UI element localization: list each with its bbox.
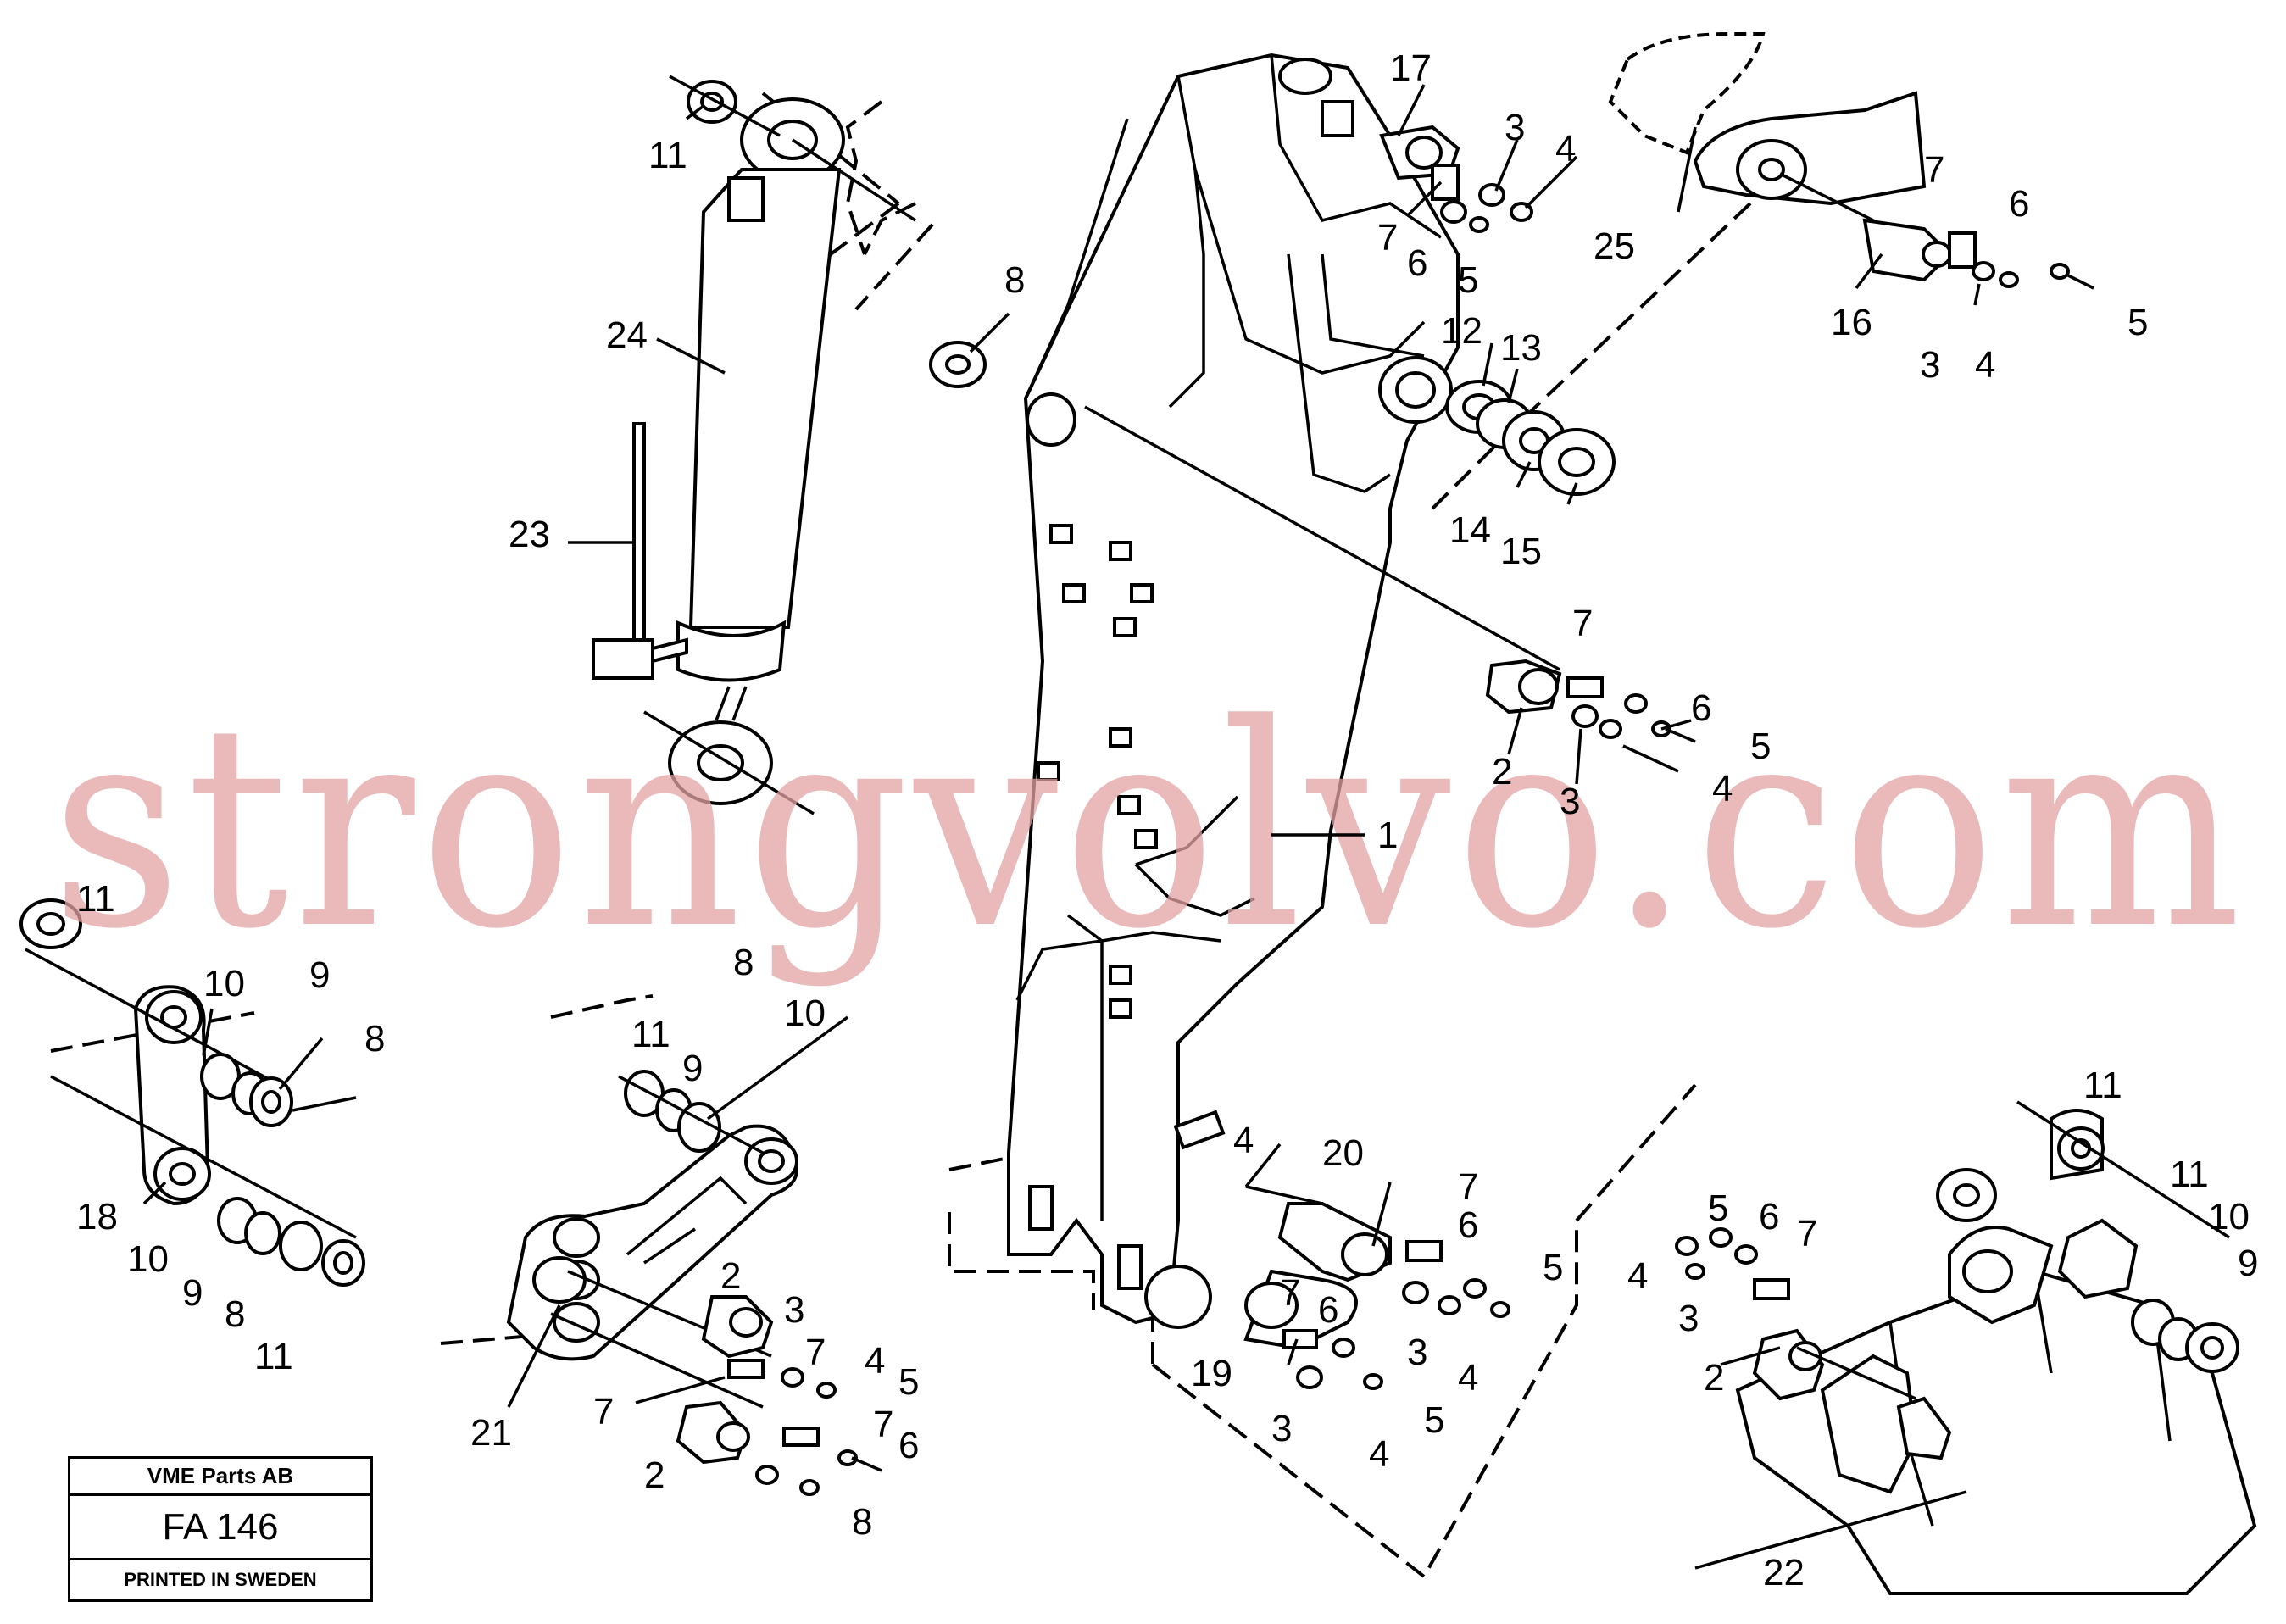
callout: 2: [720, 1255, 741, 1297]
callout: 1: [1377, 815, 1398, 856]
callout: 6: [898, 1425, 919, 1466]
lower-pin-assemblies: [676, 1295, 882, 1496]
grease-pipe-part-23: [592, 422, 688, 680]
callout: 7: [1377, 217, 1398, 259]
callout: 12: [1441, 310, 1482, 352]
callout: 13: [1500, 327, 1542, 369]
bucket-part-22: [1675, 1100, 2257, 1595]
callout: 3: [1505, 107, 1525, 148]
callout: 4: [1975, 344, 1995, 386]
callout: 22: [1763, 1552, 1805, 1593]
callout: 4: [1233, 1120, 1254, 1161]
diagram-code: FA 146: [70, 1496, 370, 1560]
callout: 7: [593, 1391, 614, 1432]
callout: 3: [1271, 1408, 1292, 1449]
callout: 6: [1759, 1196, 1779, 1237]
callout: 6: [1318, 1289, 1338, 1331]
callout: 11: [631, 1014, 670, 1055]
callout: 8: [364, 1018, 385, 1059]
callout: 4: [865, 1340, 885, 1382]
cylinder-part-24: [643, 75, 916, 815]
callout: 2: [1704, 1357, 1724, 1399]
callout: 4: [1369, 1433, 1389, 1475]
callout: 3: [1407, 1332, 1427, 1373]
callout: 7: [1280, 1272, 1300, 1314]
callout: 21: [470, 1412, 512, 1454]
callout: 9: [682, 1048, 703, 1089]
boom-end-part-25: [1608, 32, 2094, 290]
callout: 20: [1322, 1132, 1364, 1174]
callout: 9: [182, 1272, 203, 1314]
callout: 9: [309, 954, 330, 996]
callout: 4: [1458, 1357, 1478, 1399]
callout: 23: [509, 514, 550, 555]
callout: 4: [1555, 128, 1576, 170]
callout: 17: [1390, 47, 1432, 89]
link-part-21: [506, 1070, 799, 1409]
callout: 5: [2127, 302, 2148, 343]
callout-numbers: 1 2 2 2 2 3 3 3 3 3 3 3 4 4 4 4 4 4 4 4 …: [76, 47, 2258, 1593]
callout: 14: [1449, 509, 1491, 551]
callout: 7: [1924, 149, 1944, 191]
arm-part-1: [1007, 53, 1460, 1329]
callout: 9: [2238, 1243, 2258, 1284]
callout: 4: [1712, 768, 1733, 809]
callout: 10: [2208, 1196, 2250, 1237]
callout: 7: [1797, 1213, 1817, 1254]
callout: 11: [2083, 1065, 2122, 1106]
washer-part-8-top: [929, 341, 987, 388]
callout: 6: [1407, 242, 1427, 284]
callout: 5: [1543, 1247, 1563, 1288]
link-part-18: [19, 898, 365, 1287]
callout: 16: [1831, 302, 1872, 343]
callout: 15: [1500, 531, 1542, 572]
callout: 6: [1691, 687, 1711, 729]
printed-note: PRINTED IN SWEDEN: [124, 1569, 317, 1590]
callout: 5: [1750, 726, 1771, 767]
callout: 18: [76, 1196, 118, 1237]
callout: 10: [203, 963, 245, 1004]
callout: 7: [1572, 603, 1593, 644]
callout: 5: [1708, 1187, 1728, 1229]
pin-shaft-line: [1084, 405, 1560, 671]
callout: 3: [1678, 1298, 1699, 1339]
company-name: VME Parts AB: [70, 1459, 370, 1496]
callout: 3: [1920, 344, 1940, 386]
callout: 7: [1458, 1166, 1478, 1208]
callout: 11: [76, 878, 115, 920]
callout: 3: [1560, 781, 1580, 822]
callout: 3: [784, 1289, 804, 1331]
callout: 11: [648, 135, 687, 176]
watermark: strongvolvo.com: [51, 665, 2246, 990]
callout: 7: [805, 1332, 826, 1373]
callout: 19: [1191, 1353, 1232, 1394]
callout: 8: [733, 942, 754, 983]
pin-parts-19-20: [1173, 1110, 1510, 1390]
callout: 8: [1004, 259, 1025, 301]
callout: 10: [784, 993, 826, 1034]
callout: 4: [1627, 1255, 1648, 1297]
callout: 8: [852, 1501, 872, 1543]
callout: 5: [1458, 259, 1478, 301]
title-block: VME Parts AB FA 146 PRINTED IN SWEDEN: [68, 1456, 373, 1602]
callout: 7: [873, 1404, 893, 1445]
callout: 6: [1458, 1204, 1478, 1246]
callout: 6: [2009, 183, 2029, 225]
callout: 2: [1492, 751, 1512, 793]
bush-seal-assembly: [1445, 380, 1616, 496]
top-pin-assembly: [1321, 100, 1533, 233]
callout: 11: [254, 1336, 293, 1377]
callout: 5: [898, 1361, 919, 1403]
callout: 5: [1424, 1399, 1444, 1441]
callout: 24: [606, 314, 648, 356]
callout: 11: [2170, 1154, 2209, 1195]
callout: 10: [127, 1238, 169, 1280]
callout: 8: [225, 1293, 245, 1335]
mid-pin-assembly: [1485, 659, 1696, 773]
leader-lines: [142, 84, 1981, 1570]
callout: 25: [1594, 225, 1635, 267]
callout: 2: [644, 1454, 665, 1496]
